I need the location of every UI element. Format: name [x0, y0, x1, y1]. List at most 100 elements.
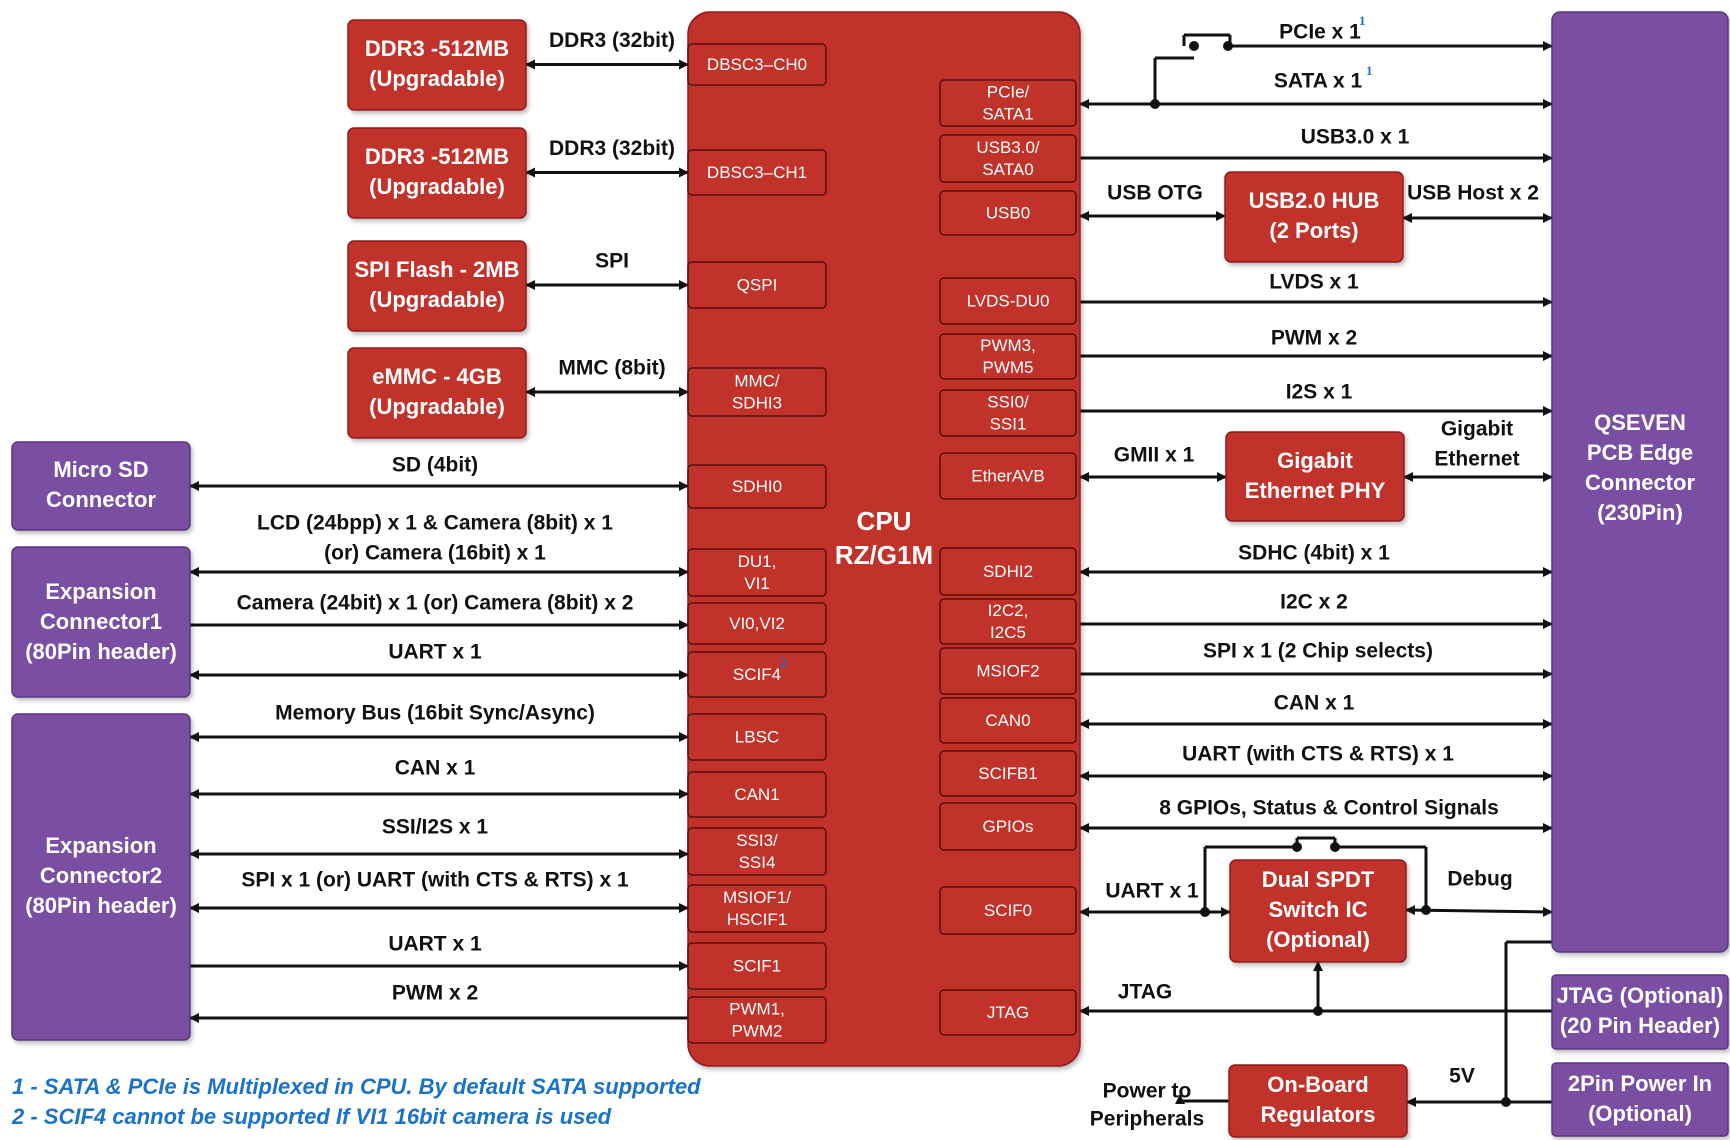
- membus-pin: [687, 713, 827, 761]
- ddr3-b-label: (Upgradable): [369, 174, 505, 199]
- ssi-pin-label: SSI3/: [736, 831, 778, 850]
- v5-label: 5V: [1449, 1065, 1475, 1088]
- ssi01-pin: [939, 389, 1077, 437]
- i2s-label: I2S x 1: [1286, 381, 1353, 404]
- emmc-label: (Upgradable): [369, 394, 505, 419]
- msiof2-pin-label: MSIOF2: [976, 661, 1039, 680]
- ddr3-a-label: DDR3 -512MB: [365, 36, 509, 61]
- scifb1-pin: [939, 750, 1077, 797]
- debug-link: [1405, 905, 1553, 917]
- usb-hub-block: [1224, 171, 1404, 263]
- camera-link-label: Camera (24bit) x 1 (or) Camera (8bit) x …: [237, 592, 634, 615]
- ddr3-a-pin: [687, 43, 827, 86]
- sata-label: SATA x 1: [1274, 70, 1363, 93]
- sd-pin-label: SDHI0: [732, 477, 782, 496]
- eth-phy-block: [1225, 431, 1405, 522]
- lcd-pin-label: VI1: [744, 574, 770, 593]
- scif0-pin-label: SCIF0: [984, 901, 1032, 920]
- spi-flash-block: [347, 240, 527, 332]
- ddr3-a-block: [347, 19, 527, 111]
- lvds-pin-label: LVDS-DU0: [967, 291, 1050, 310]
- camera-pin: [687, 602, 827, 645]
- junction-dot: [1501, 1097, 1511, 1107]
- spi-flash-pin: [687, 261, 827, 309]
- ssi01-pin-label: SSI1: [990, 414, 1027, 433]
- scif0-pin: [939, 886, 1077, 935]
- power-in-label: 2Pin Power In: [1568, 1071, 1712, 1096]
- pwm-exp2-pin: [687, 996, 827, 1044]
- can-label: CAN x 1: [1274, 692, 1355, 715]
- usb-hub-label: (2 Ports): [1269, 218, 1358, 243]
- pwm-exp2-link-label: PWM x 2: [392, 982, 478, 1005]
- etheravb-pin-label: EtherAVB: [971, 466, 1044, 485]
- pwm-exp2-pin-label: PWM1,: [729, 999, 785, 1018]
- lvds-label: LVDS x 1: [1269, 271, 1359, 294]
- gpios-pin: [939, 802, 1077, 851]
- ddr3-b-pin-label: DBSC3–CH1: [707, 163, 807, 182]
- power-to-label: Peripherals: [1090, 1108, 1204, 1131]
- ddr3-a-label: (Upgradable): [369, 66, 505, 91]
- pcie-sata-pin-label: SATA1: [982, 104, 1033, 123]
- ddr3-b-label: DDR3 -512MB: [365, 144, 509, 169]
- switch-ic-label: (Optional): [1266, 927, 1370, 952]
- ddr3-b-pin: [687, 149, 827, 196]
- qseven-label: (230Pin): [1597, 500, 1683, 525]
- i2c-pin-label: I2C5: [990, 623, 1026, 642]
- ddr3-a-pin-label: DBSC3–CH0: [707, 55, 807, 74]
- usb-otg-label: USB OTG: [1107, 182, 1203, 205]
- qseven-label: QSEVEN: [1594, 410, 1686, 435]
- spi-uart-pin-label: HSCIF1: [727, 910, 787, 929]
- gpios-pin-label: GPIOs: [982, 817, 1033, 836]
- spi-flash-pin-label: QSPI: [737, 275, 778, 294]
- i2c-pin: [939, 598, 1077, 645]
- ddr3-b-link-label: DDR3 (32bit): [549, 137, 675, 160]
- footnote-2: 2 - SCIF4 cannot be supported If VI1 16b…: [12, 1104, 612, 1129]
- expansion-1-label: Connector1: [40, 609, 162, 634]
- uart-exp1-pin-label: SCIF4: [733, 665, 781, 684]
- jtag-header-label: (20 Pin Header): [1560, 1013, 1720, 1038]
- msiof2-pin: [939, 647, 1077, 695]
- junction-dot: [1223, 41, 1233, 51]
- regulators-label: Regulators: [1261, 1102, 1376, 1127]
- membus-link-label: Memory Bus (16bit Sync/Async): [275, 702, 595, 725]
- usb0-pin-label: USB0: [986, 203, 1030, 222]
- jtag-pin-pin-label: JTAG: [987, 1003, 1029, 1022]
- power-in-label: (Optional): [1588, 1101, 1692, 1126]
- ssi01-pin-label: SSI0/: [987, 392, 1029, 411]
- expansion-2-label: (80Pin header): [25, 893, 177, 918]
- qseven-label: Connector: [1585, 470, 1695, 495]
- lcd-link-label: LCD (24bpp) x 1 & Camera (8bit) x 1: [257, 512, 613, 535]
- power-in-block: [1551, 1062, 1729, 1137]
- expansion-1-label: (80Pin header): [25, 639, 177, 664]
- sd-pin: [687, 464, 827, 509]
- uart-cts-label: UART (with CTS & RTS) x 1: [1182, 743, 1454, 766]
- can0-pin: [939, 697, 1077, 744]
- expansion-2-label: Connector2: [40, 863, 162, 888]
- jtag-label: JTAG: [1118, 981, 1172, 1004]
- eth-phy-label: Ethernet PHY: [1245, 478, 1386, 503]
- emmc-pin-label: SDHI3: [732, 393, 782, 412]
- expansion-2-label: Expansion: [45, 833, 156, 858]
- pwm-label: PWM x 2: [1271, 327, 1357, 350]
- expansion-1-block: [11, 546, 191, 698]
- etheravb-pin: [939, 452, 1077, 500]
- camera-pin-label: VI0,VI2: [729, 614, 785, 633]
- gigabit-label: Gigabit: [1441, 418, 1513, 441]
- lvds-pin: [939, 277, 1077, 325]
- power-to-label: Power to: [1103, 1080, 1192, 1103]
- sdhi2-pin-label: SDHI2: [983, 562, 1033, 581]
- eth-phy-label: Gigabit: [1277, 448, 1353, 473]
- spi-flash-label: SPI Flash - 2MB: [354, 257, 519, 282]
- pwm35-pin: [939, 333, 1077, 380]
- uart-exp2-pin-label: SCIF1: [733, 956, 781, 975]
- pcie-label: PCIe x 1: [1279, 21, 1361, 44]
- usb3-pin: [939, 134, 1077, 183]
- uart-exp2-pin: [687, 942, 827, 990]
- pwm-exp2-pin-label: PWM2: [732, 1021, 783, 1040]
- lcd-pin-label: DU1,: [738, 552, 777, 571]
- footnote-ref-1: 1: [1359, 13, 1366, 28]
- jtag-pin-pin: [939, 989, 1077, 1036]
- junction-dot: [1292, 842, 1302, 852]
